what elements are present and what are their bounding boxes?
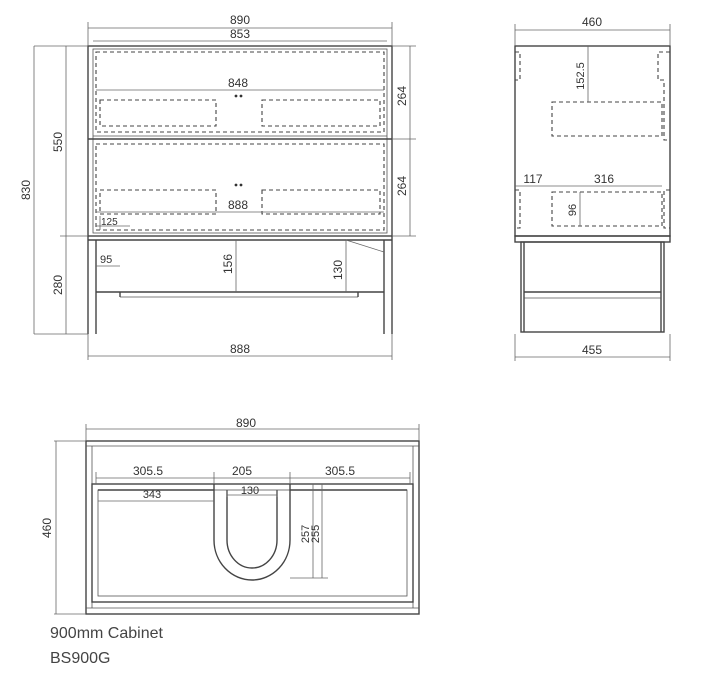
dim-side-drawer-depth: 316	[594, 172, 614, 186]
dim-shelf-depth: 156	[221, 254, 235, 274]
top-drawer-handle	[234, 94, 238, 98]
top-countertop-outline	[85, 440, 420, 615]
bottom-drawer-box	[95, 143, 385, 231]
dim-frame-height: 280	[51, 275, 65, 295]
top-drawer-left-compartment	[99, 99, 217, 127]
caption-title: 900mm Cabinet	[50, 625, 163, 642]
dim-total-height: 830	[19, 180, 33, 200]
dim-cutout-inner: 130	[241, 485, 259, 497]
side-view: 460 152.5 117 316 96 455	[514, 15, 671, 361]
dim-top-width: 890	[236, 416, 256, 430]
top-drawer-box	[95, 51, 385, 133]
dim-cutout-depth-inner: 255	[310, 525, 322, 543]
side-cabinet-body	[514, 45, 671, 237]
dim-side-drawer-offset-horizontal: 117	[523, 172, 542, 186]
dim-cutout-right: 305.5	[325, 464, 355, 478]
dim-cutout-depth-outer: 257	[300, 525, 312, 543]
top-drawer-right-compartment	[261, 99, 381, 127]
bottom-drawer-handle	[234, 183, 238, 187]
dim-width-inner: 853	[230, 27, 250, 41]
caption-model: BS900G	[50, 650, 111, 667]
dim-side-depth-top: 460	[582, 15, 602, 29]
dim-side-drawer-inner-height: 96	[567, 204, 579, 216]
dim-drawer-height-top: 264	[395, 86, 409, 106]
dim-drawer-width-bottom: 888	[228, 198, 248, 212]
top-view: 890 305.5 205 305.5 343 130 257 255 460	[40, 416, 420, 615]
dim-shelf-height: 130	[331, 260, 345, 280]
dim-drawer-height-bottom: 264	[395, 176, 409, 196]
bottom-drawer-right-compartment	[261, 189, 381, 215]
dim-left-inner: 343	[143, 489, 161, 501]
dim-leg-offset: 95	[100, 254, 112, 266]
dim-side-base-depth: 455	[582, 343, 602, 357]
front-view: 890 853 848 888 125 264 264 830 550 280 …	[19, 13, 416, 360]
dim-top-depth: 460	[40, 518, 54, 538]
bottom-drawer-left-compartment	[99, 189, 217, 215]
plumbing-cutout	[213, 484, 291, 581]
dim-handle-offset: 125	[101, 217, 118, 228]
side-stand	[520, 241, 665, 333]
side-top-drawer	[551, 101, 663, 137]
dim-width-overall: 890	[230, 13, 250, 27]
top-cabinet-inner	[91, 483, 414, 603]
front-cabinet-body	[87, 45, 393, 237]
dim-side-drawer-offset-vertical: 152.5	[575, 62, 587, 90]
dim-cutout-width: 205	[232, 464, 252, 478]
dim-drawer-width-top: 848	[228, 76, 248, 90]
side-bottom-drawer	[551, 191, 663, 227]
front-cabinet-inner	[92, 48, 388, 234]
dim-cabinet-height: 550	[51, 132, 65, 152]
dim-cutout-left: 305.5	[133, 464, 163, 478]
dim-base-width: 888	[230, 342, 250, 356]
